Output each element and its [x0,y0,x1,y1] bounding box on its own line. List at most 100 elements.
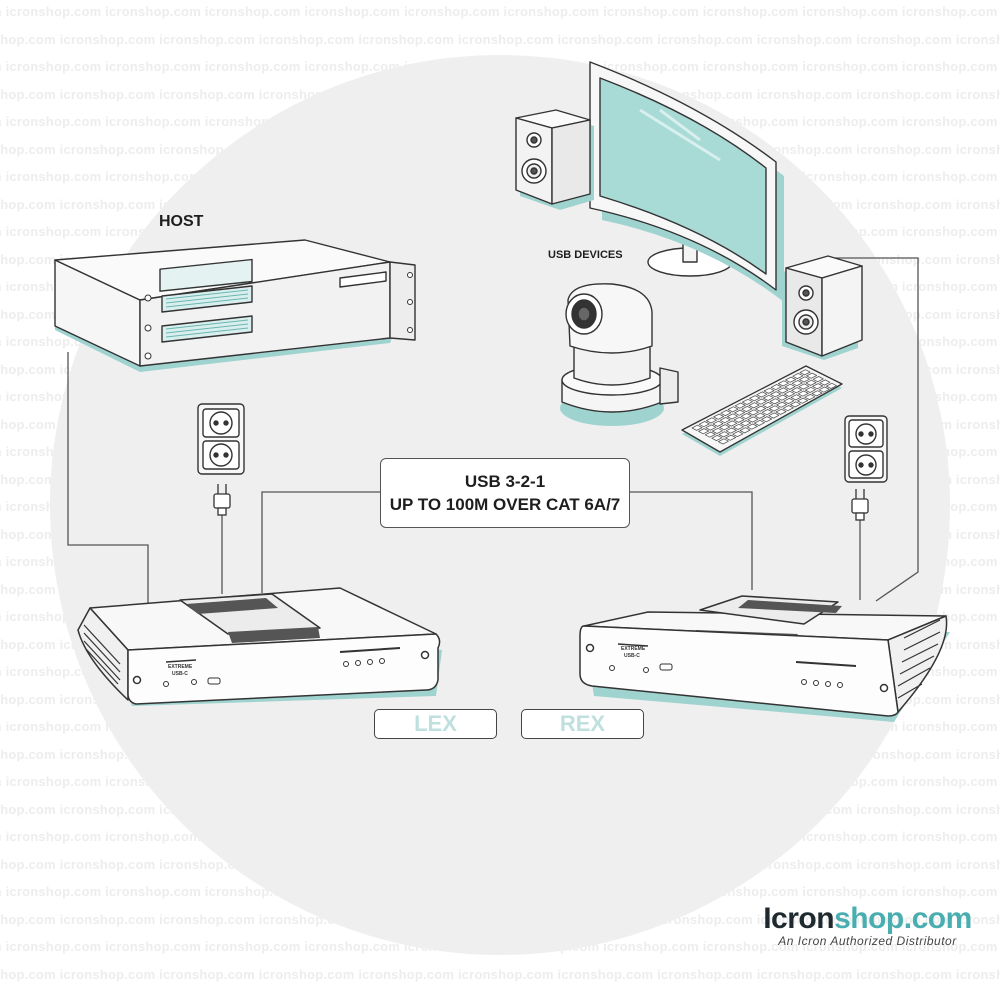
keyboard-key [706,417,717,424]
keyboard-key [784,383,796,390]
keyboard-key [754,419,765,426]
keyboard-key [755,405,767,412]
keyboard-key [725,427,737,434]
keyboard-key [739,427,751,434]
keyboard-key [712,420,724,427]
brand-name: Icronshop.com [760,902,975,936]
keyboard-key [727,406,739,413]
keyboard-key [791,380,803,387]
keyboard-key [799,369,811,376]
watermark-row: icronshop.com icronshop.com icronshop.co… [0,966,1000,982]
keyboard-key [754,412,766,419]
keyboard-key [775,408,787,415]
keyboard-key [747,416,759,423]
monitor-icon [589,61,784,302]
keyboard-key [804,394,816,400]
keyboard-key [762,402,774,408]
keyboard-key [770,391,782,398]
keyboard-key [718,431,730,438]
lex-extender-device: EXTREME USB-C [77,587,442,706]
keyboard-key [732,431,744,437]
host-to-lex-cable [67,352,149,603]
keyboard-key [790,401,801,408]
ptz-camera-icon [560,283,679,426]
spec-line-2: UP TO 100M OVER CAT 6A/7 [389,495,621,514]
keyboard-key [704,431,716,438]
watermark-row: icronshop.com icronshop.com icronshop.co… [0,4,1000,19]
keyboard-key [805,379,817,386]
keyboard-key [806,372,818,379]
lex-wall-socket-icon [197,403,245,475]
rex-device-model-text: USB-C [624,653,640,659]
keyboard-key [790,394,802,401]
lex-device-model-text: USB-C [172,671,188,677]
keyboard-key [805,386,816,393]
keyboard-key [811,390,823,397]
keyboard-key [782,405,794,412]
lex-power-plug-icon [213,484,231,516]
keyboard-key [769,398,781,405]
brand-logo: Icronshop.com An Icron Authorized Distri… [760,902,975,948]
keyboard-key [755,398,767,405]
rex-power-plug-icon [851,489,869,521]
spec-callout-box: USB 3-2-1 UP TO 100M OVER CAT 6A/7 [380,458,630,528]
lex-to-rex-cable [261,491,753,593]
keyboard-key [819,379,831,386]
host-server-icon [54,239,416,372]
brand-tagline: An Icron Authorized Distributor [778,934,957,948]
keyboard-key [785,376,797,383]
keyboard-icon [681,365,843,456]
rex-device-brand-text: EXTREME [621,646,646,652]
keyboard-key [748,409,759,416]
rex-extender-device: EXTREME USB-C [579,595,950,722]
keyboard-key [798,383,810,390]
keyboard-key [705,424,717,431]
right-speaker-icon [782,255,863,360]
keyboard-key [761,416,773,423]
keyboard-key [768,412,780,419]
keyboard-key [726,420,738,427]
keyboard-key [718,438,729,445]
keyboard-key [749,395,761,402]
brand-name-main: Icron [763,902,835,935]
keyboard-key [725,434,737,441]
keyboard-key [727,413,738,420]
keyboard-key [761,409,773,416]
spec-line-1: USB 3-2-1 [464,472,546,491]
keyboard-key [799,376,810,383]
keyboard-key [778,380,789,387]
keyboard-key [784,390,795,397]
rex-tag: REX [521,709,644,739]
keyboard-key [746,423,758,430]
brand-name-accent: shop.com [834,902,972,935]
keyboard-key [763,387,775,394]
keyboard-key [740,420,752,427]
lex-tag: LEX [374,709,497,739]
keyboard-key [740,413,752,420]
rex-wall-socket-icon [844,415,888,483]
watermark-row: icronshop.com icronshop.com icronshop.co… [0,31,1000,47]
keyboard-key [783,398,795,404]
connection-cables [67,257,919,603]
keyboard-key [791,387,803,394]
keyboard-key [733,416,745,423]
keyboard-key [741,406,753,412]
keyboard-key [826,382,837,389]
keyboard-key [733,423,744,430]
keyboard-key [698,428,710,435]
keyboard-key [776,401,788,408]
keyboard-key [770,384,782,391]
keyboard-key [748,402,760,409]
keyboard-key [797,390,809,397]
keyboard-key [691,424,703,431]
keyboard-key [734,409,746,416]
keyboard-key [734,402,746,409]
keyboard-key [742,398,753,405]
keyboard-key [776,394,788,401]
keyboard-key [792,373,804,379]
keyboard-key [698,421,710,428]
keyboard-key [756,391,768,398]
keyboard-key [719,417,731,424]
